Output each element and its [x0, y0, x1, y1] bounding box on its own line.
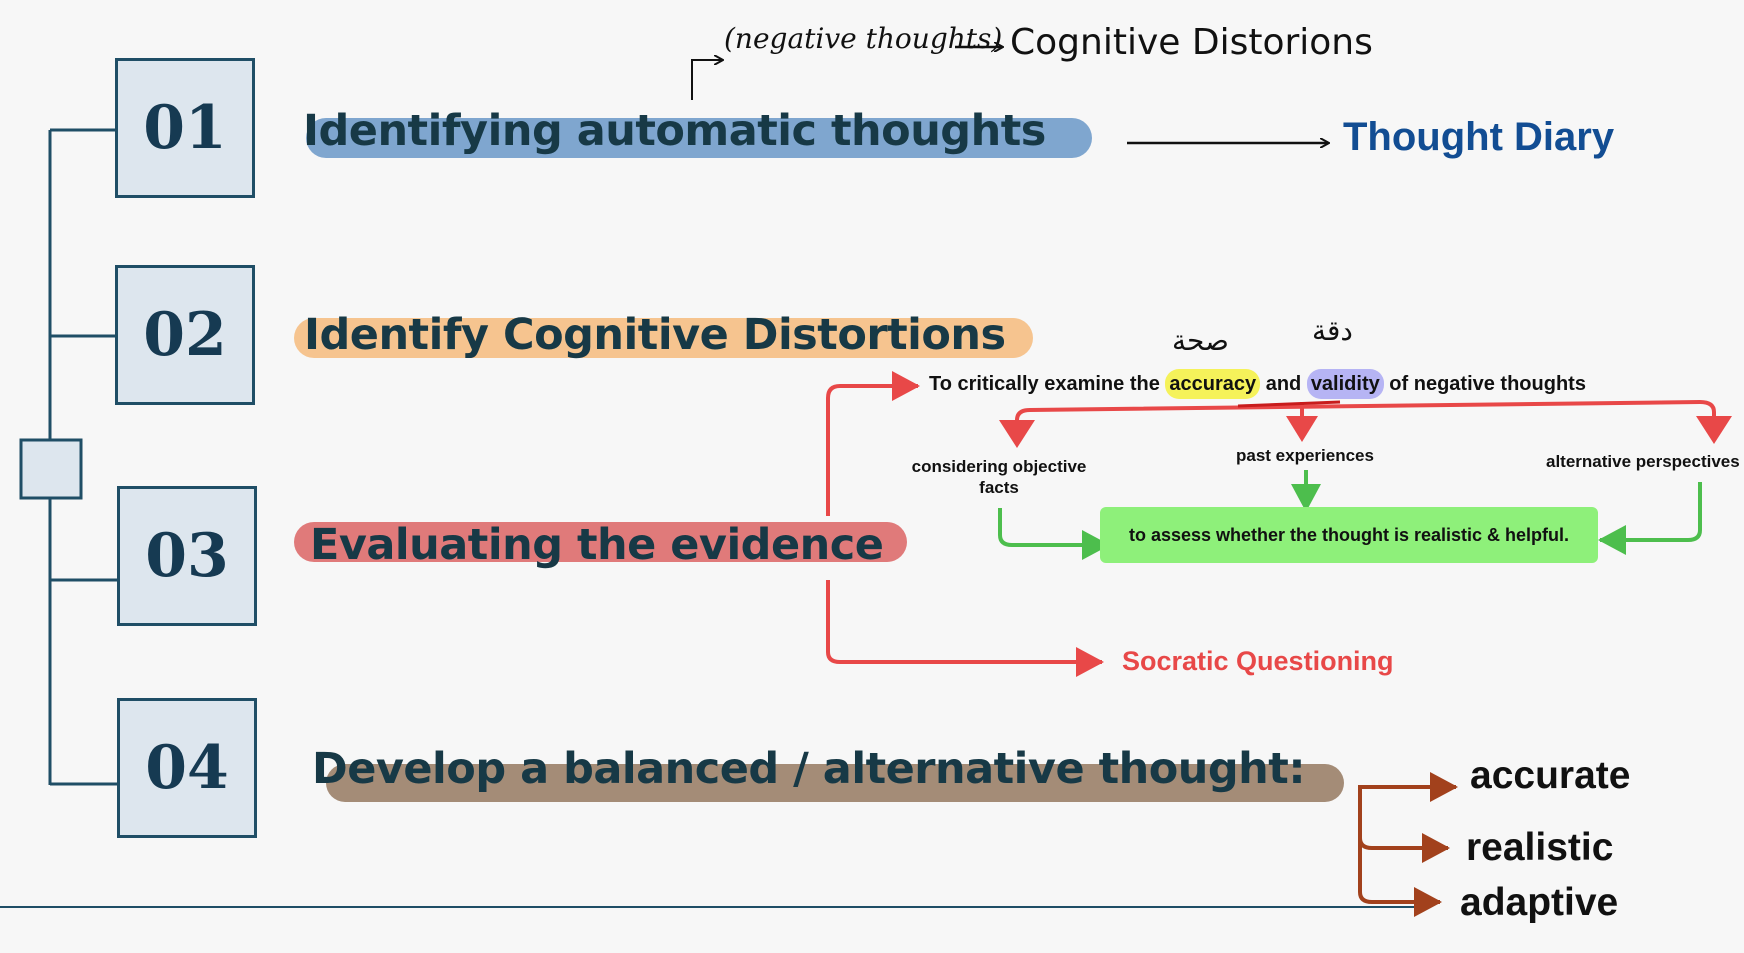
quality-adaptive: adaptive	[1460, 881, 1619, 924]
step-number-box-03: 03	[117, 486, 257, 626]
past-experiences-label: past experiences	[1236, 446, 1374, 465]
examine-and: and	[1260, 373, 1307, 395]
step-number-box-01: 01	[115, 58, 255, 198]
examine-branch-line	[1015, 399, 1716, 438]
handwritten-cognitive-distortions: Cognitive Distorions	[1010, 22, 1373, 63]
examine-sentence: To critically examine the accuracy and v…	[929, 369, 1586, 399]
examine-suffix: of negative thoughts	[1383, 373, 1586, 395]
step-2-highlight	[294, 318, 1033, 358]
step-2-label: Identify Cognitive Distortions	[304, 310, 1006, 360]
thought-diary-label: Thought Diary	[1343, 115, 1615, 159]
step-number-box-04: 04	[117, 698, 257, 838]
step-number-04: 04	[145, 733, 229, 803]
objective-arrowhead	[999, 420, 1035, 448]
examine-prefix: To critically examine the	[929, 373, 1166, 395]
alternative-arrowhead	[1696, 416, 1732, 444]
step-number-01: 01	[143, 93, 227, 163]
small-square-marker	[19, 438, 83, 500]
validity-word: validity	[1306, 369, 1384, 399]
step-3-highlight	[294, 522, 907, 562]
alternative-perspectives-label: alternative perspectives	[1546, 452, 1740, 471]
step-4-label: Develop a balanced / alternative thought…	[312, 744, 1306, 794]
socratic-arrow	[826, 580, 1104, 677]
quality-realistic: realistic	[1466, 826, 1614, 869]
past-arrowhead	[1286, 416, 1318, 442]
handwritten-arabic-validity: دقة	[1312, 314, 1353, 347]
alternative-green-arrow	[1598, 482, 1702, 555]
socratic-questioning-label: Socratic Questioning	[1122, 646, 1394, 676]
quality-accurate: accurate	[1470, 754, 1631, 797]
step-number-03: 03	[145, 521, 229, 591]
step-number-box-02: 02	[115, 265, 255, 405]
accurate-arrow	[1358, 772, 1458, 802]
step-1-label: Identifying automatic thoughts	[303, 106, 1046, 156]
examine-arrow	[826, 371, 920, 516]
objective-facts-label: considering objective facts	[911, 457, 1087, 497]
accuracy-word: accuracy	[1165, 369, 1261, 399]
assess-text: to assess whether the thought is realist…	[1128, 524, 1570, 545]
handwritten-negative-thoughts: (negative thoughts)	[724, 22, 1003, 55]
step-4-highlight	[326, 764, 1344, 802]
adaptive-arrow	[1358, 838, 1442, 917]
step-3-label: Evaluating the evidence	[310, 520, 884, 570]
step-number-02: 02	[143, 300, 227, 370]
objective-green-arrow	[998, 508, 1110, 560]
assess-box: to assess whether the thought is realist…	[1100, 507, 1598, 563]
handwritten-hook-arrow	[691, 60, 722, 100]
handwritten-arabic-accuracy: صحة	[1172, 324, 1229, 357]
step-1-highlight	[306, 118, 1092, 158]
realistic-arrow	[1358, 787, 1450, 863]
